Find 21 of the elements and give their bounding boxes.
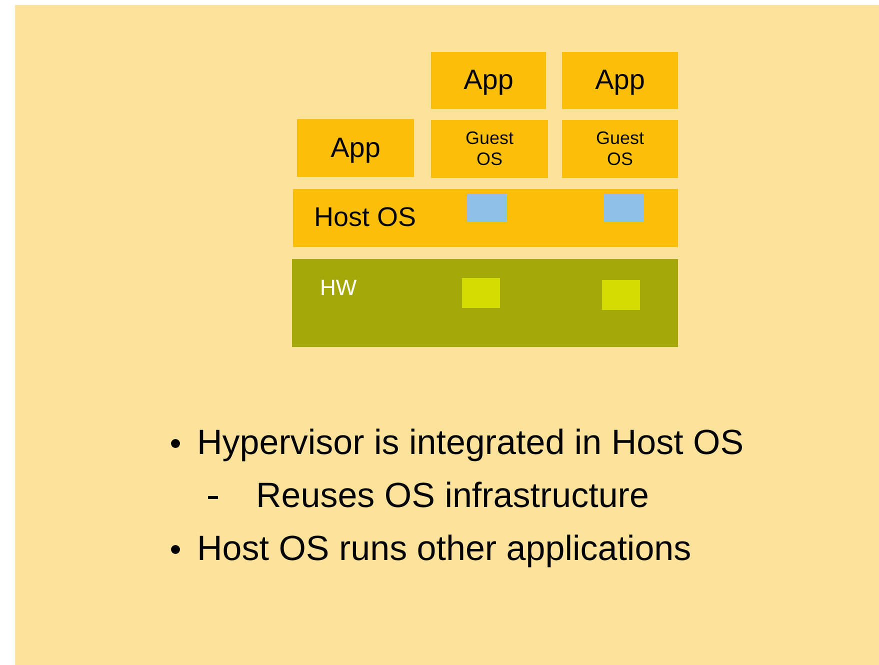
bullet-text: Reuses OS infrastructure bbox=[256, 476, 649, 515]
square-marker bbox=[467, 194, 507, 222]
layer-label: Guest OS bbox=[464, 128, 515, 170]
layer-box bbox=[431, 52, 546, 109]
bullet-text: Host OS runs other applications bbox=[197, 529, 692, 568]
layer-box bbox=[292, 259, 678, 347]
square-marker bbox=[462, 278, 500, 308]
layer-label: Guest OS bbox=[594, 128, 646, 170]
layer-box bbox=[562, 120, 678, 178]
layer-label: App bbox=[330, 132, 380, 164]
square-marker bbox=[602, 280, 640, 310]
layer-box bbox=[562, 52, 678, 109]
layer-label: App bbox=[464, 64, 514, 97]
layer-box bbox=[297, 119, 414, 177]
layer-box bbox=[431, 120, 548, 178]
layer-label: App bbox=[595, 64, 645, 97]
layer-box bbox=[293, 189, 678, 247]
layer-label: Host OS bbox=[314, 202, 416, 234]
bullet-text: Hypervisor is integrated in Host OS bbox=[197, 423, 744, 462]
layer-label: HW bbox=[320, 275, 357, 300]
square-marker bbox=[604, 194, 644, 222]
